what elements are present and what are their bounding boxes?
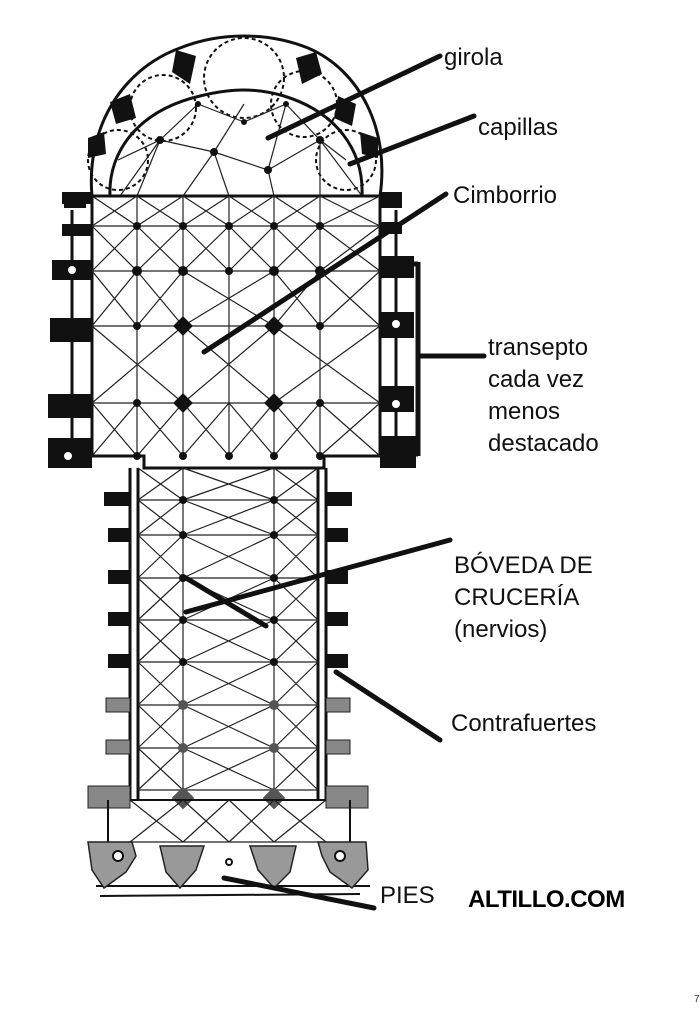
leader-lines	[183, 53, 487, 911]
label-capillas: capillas	[478, 114, 559, 141]
watermark-logo: ALTILLO.COM	[468, 886, 625, 913]
label-pies: PIES	[380, 882, 435, 909]
nave-pillars	[171, 496, 286, 810]
leader-capillas	[347, 113, 477, 167]
leader-pies	[221, 875, 377, 911]
facade-towers	[87, 841, 369, 890]
label-boveda-de-cruceria: BÓVEDA DE CRUCERÍA (nervios)	[454, 552, 593, 643]
leader-cimborrio	[201, 191, 449, 355]
ambulatory-ribs	[117, 103, 363, 197]
facade-stair-rings	[112, 850, 346, 866]
transept-pillars	[132, 222, 325, 460]
nave-vault-grid	[137, 467, 319, 800]
leader-contrafuertes	[333, 669, 443, 743]
transept-bracket	[404, 261, 421, 457]
facade-vault	[129, 799, 327, 843]
apse-outline	[89, 34, 384, 197]
label-girola: girola	[444, 44, 503, 71]
transept-stair-rings	[62, 264, 402, 462]
apse-buttress-blocks	[64, 50, 402, 208]
page-number: 7	[694, 994, 700, 1005]
leader-boveda	[183, 537, 453, 615]
transept-buttresses	[48, 192, 416, 468]
leader-boveda-2	[183, 575, 269, 629]
label-cimborrio: Cimborrio	[453, 182, 558, 209]
leader-girola	[265, 53, 443, 141]
ambulatory-pillars	[156, 101, 324, 174]
label-transepto: transepto cada vez menos destacado	[488, 334, 599, 457]
label-contrafuertes: Contrafuertes	[451, 710, 597, 737]
